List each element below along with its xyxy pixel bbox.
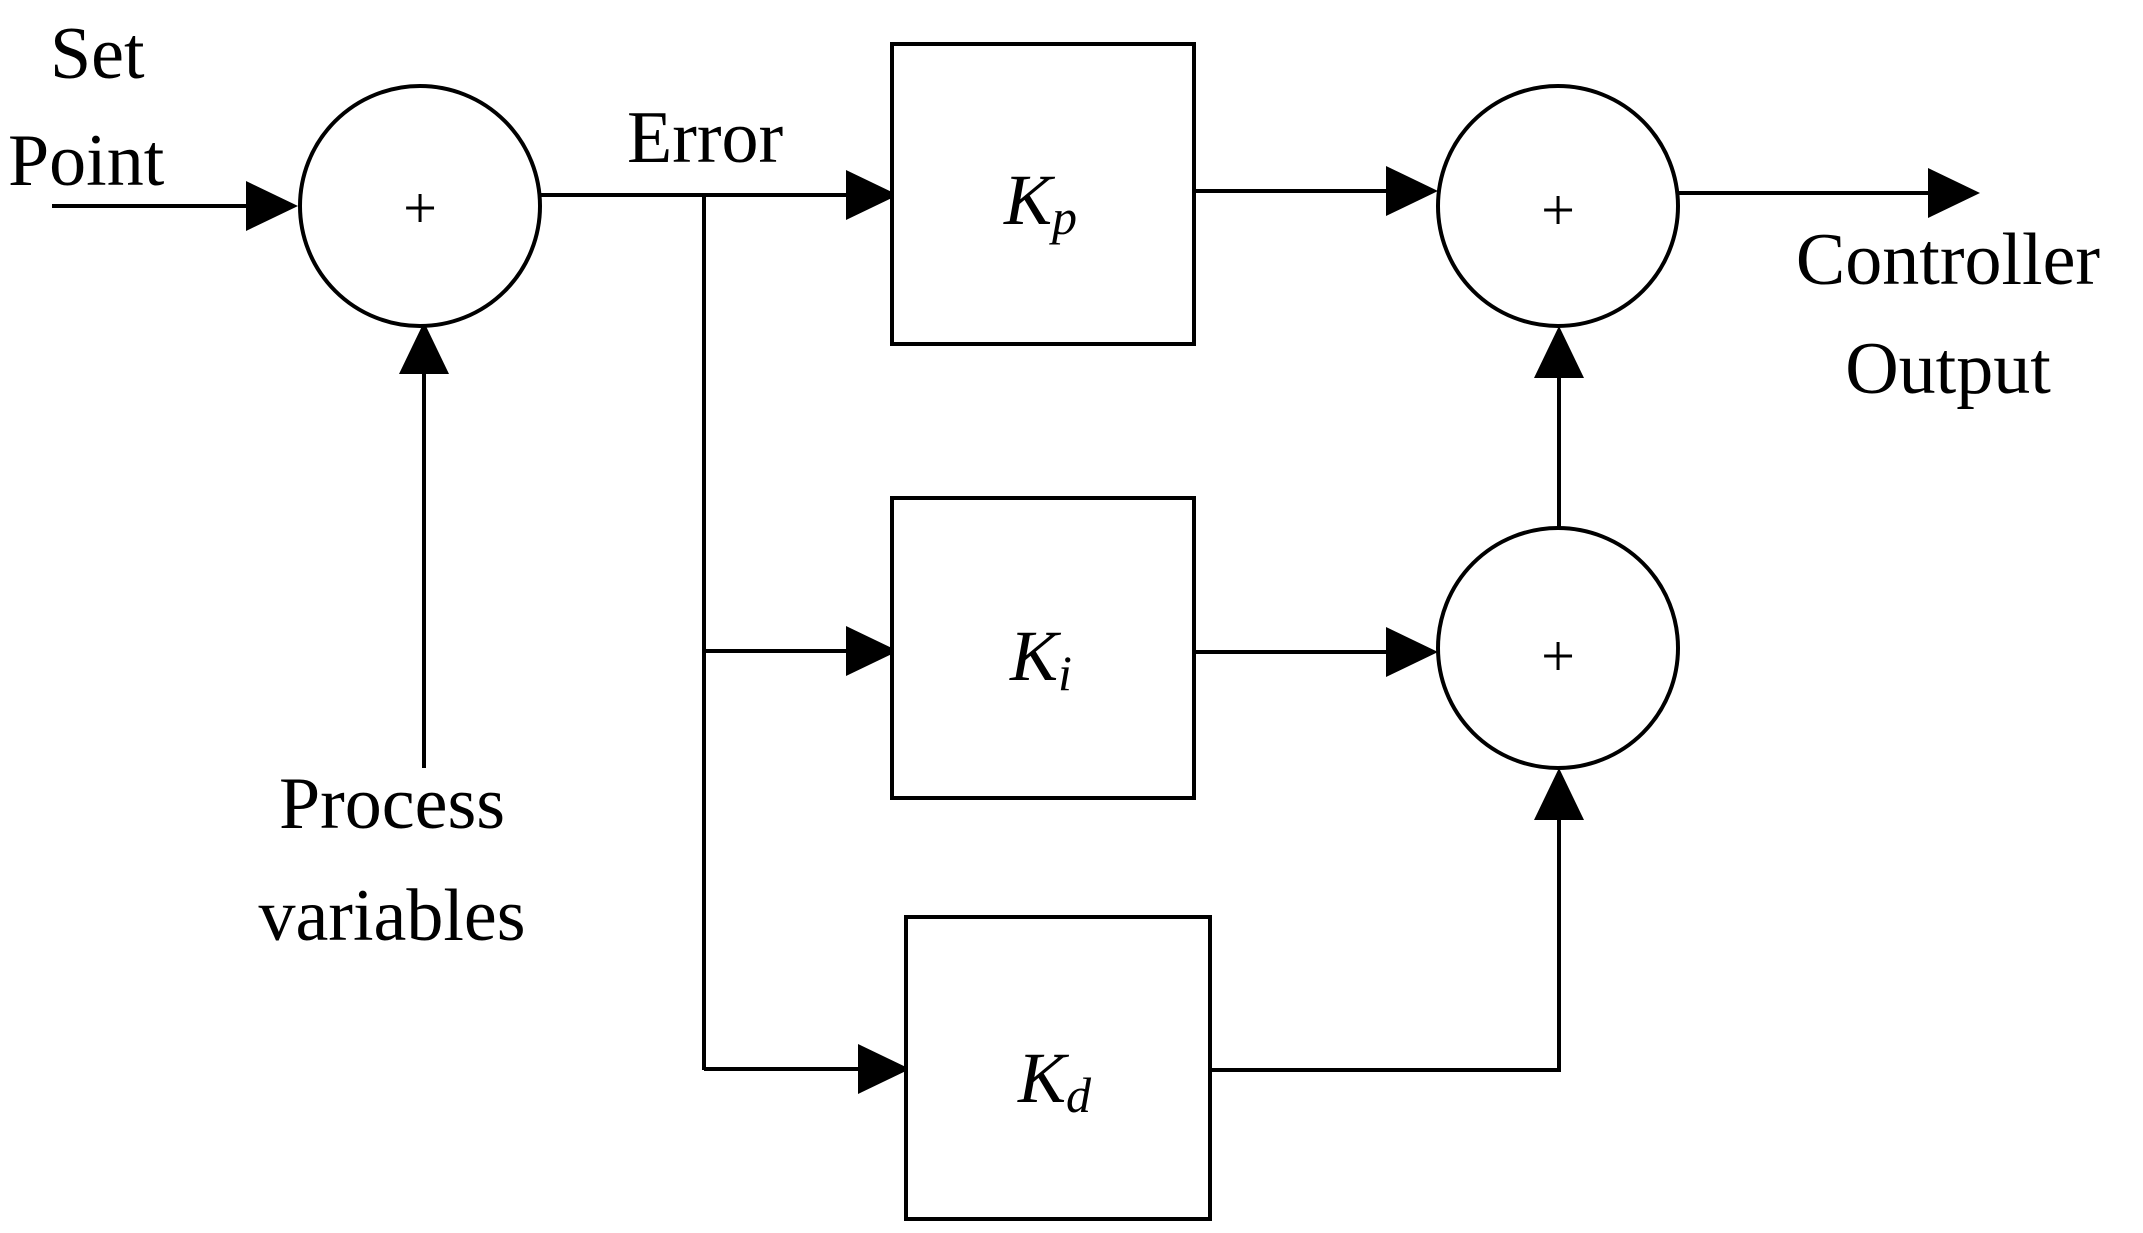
output-summing-junction [1436, 84, 1680, 328]
kd-output-arrowhead [1534, 768, 1584, 820]
kp-output-arrowhead [1386, 166, 1438, 216]
process-variables-label-line1: Process [279, 763, 505, 845]
output-sum-sign: + [1541, 177, 1575, 243]
derivative-gain-label: Kd [1017, 1038, 1092, 1123]
error-label: Error [627, 97, 783, 179]
kd-input-arrowhead [858, 1044, 910, 1094]
set-point-label-line1: Set [50, 13, 145, 95]
inner-sum-sign: + [1541, 623, 1575, 689]
input-summing-junction [298, 84, 542, 328]
inner-summing-junction [1436, 526, 1680, 770]
controller-output-arrowhead [1928, 168, 1980, 218]
inner-sum-output-arrowhead [1534, 326, 1584, 378]
ki-input-arrowhead [846, 626, 898, 676]
controller-output-label-line1: Controller [1796, 219, 2100, 301]
set-point-arrowhead [246, 181, 298, 231]
process-variables-label-line2: variables [258, 875, 525, 957]
proportional-gain-label: Kp [1003, 160, 1077, 245]
kd-output-wire [1210, 818, 1561, 1072]
controller-output-label-line2: Output [1845, 328, 2051, 410]
input-sum-sign: + [403, 175, 437, 241]
kp-input-arrowhead [846, 170, 898, 220]
integral-gain-block [890, 496, 1196, 800]
process-variables-arrowhead [399, 322, 449, 374]
set-point-label-line2: Point [8, 120, 165, 202]
integral-gain-label: Ki [1009, 616, 1072, 701]
proportional-gain-block [890, 42, 1196, 346]
ki-output-arrowhead [1386, 627, 1438, 677]
derivative-gain-block [904, 915, 1212, 1221]
